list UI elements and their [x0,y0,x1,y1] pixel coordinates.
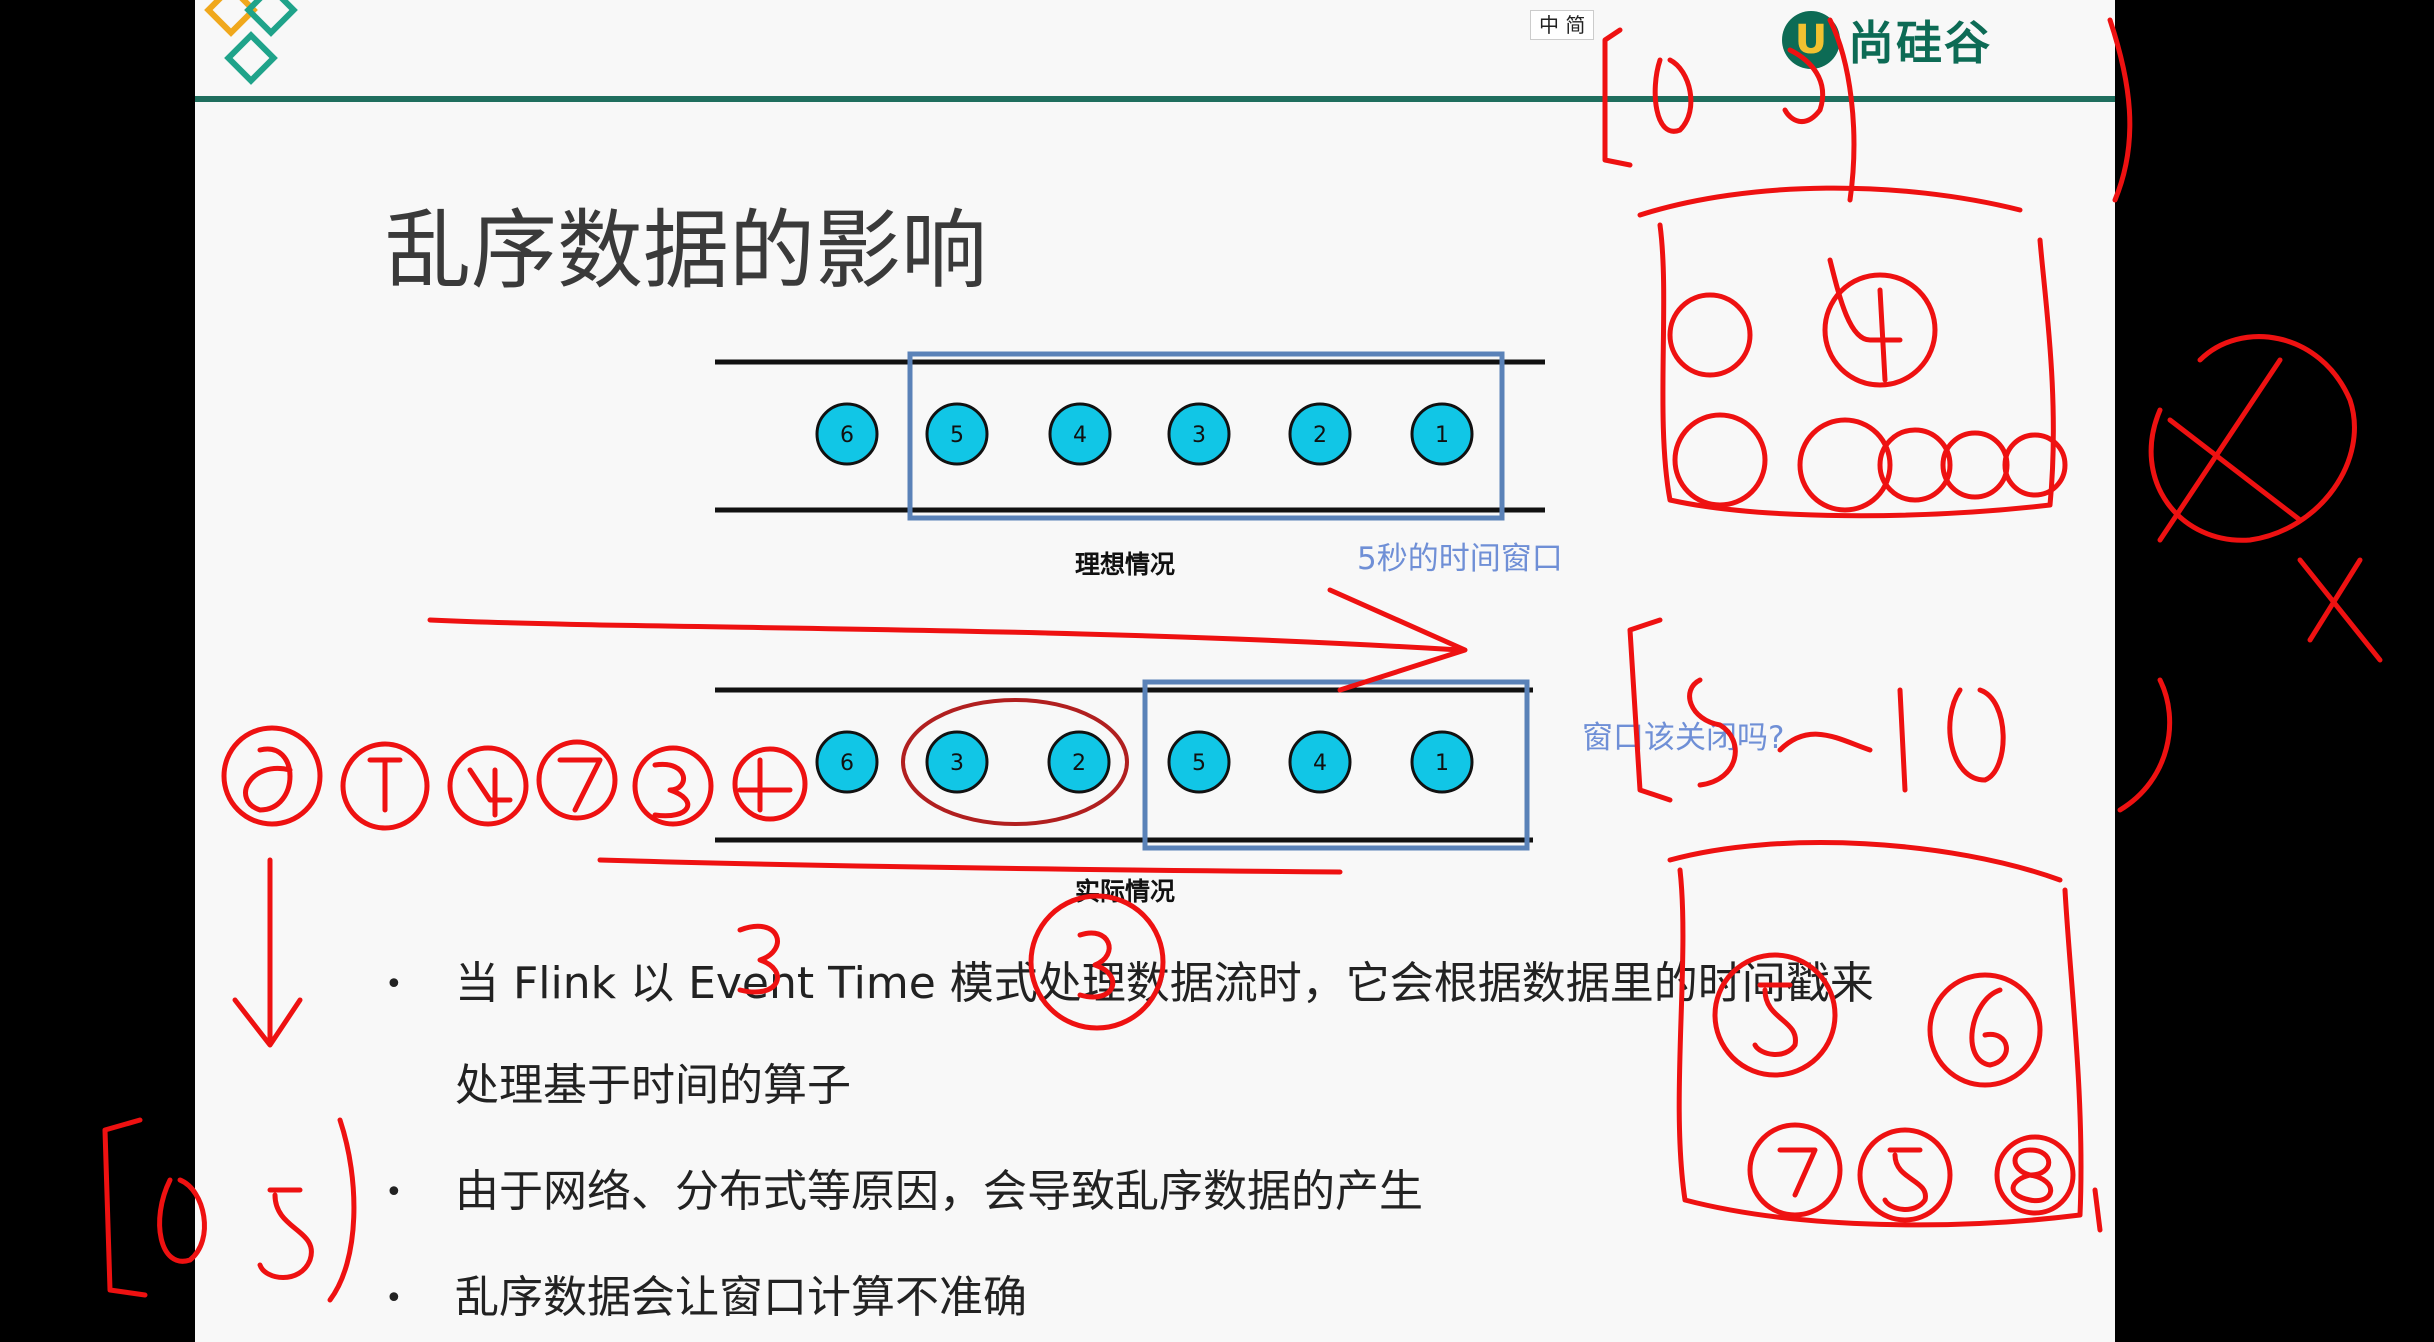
actual-diagram: 6 3 2 5 4 1 [715,679,1533,851]
ideal-caption: 理想情况 [1075,550,1176,579]
ime-toolbar[interactable]: 中 简 [1530,10,1595,40]
actual-window-box [1142,679,1530,851]
logo-diamonds-icon [204,0,298,85]
slide: 6 5 4 3 2 1 6 3 2 5 4 1 中 简 U 尚硅谷 乱序数据的影响 理想情况 5秒的… [195,0,2115,1342]
actual-event-label-2: 2 [1072,751,1086,776]
actual-event-circle-5 [1167,730,1231,794]
actual-event-circle-2 [1047,730,1111,794]
header-divider [195,96,2115,102]
ideal-event-circle-6 [815,402,879,466]
ideal-event-circle-5 [925,402,989,466]
actual-event-circle-4 [1288,730,1352,794]
actual-event-label-6: 6 [840,751,854,776]
slide-graphics: 6 5 4 3 2 1 6 3 2 5 4 1 [204,0,1545,851]
brand-logo: U 尚硅谷 [1782,8,1992,72]
ideal-event-label-4: 4 [1073,423,1087,448]
ideal-event-circle-2 [1288,402,1352,466]
ideal-event-circle-4 [1048,402,1112,466]
brand-name: 尚硅谷 [1848,16,1992,70]
window-label: 5秒的时间窗口 [1357,541,1563,577]
window-question: 窗口该关闭吗? [1582,720,1785,756]
ideal-event-circle-1 [1410,402,1474,466]
actual-event-label-4: 4 [1313,751,1327,776]
annotation-strokes [102,17,2383,1303]
actual-event-label-1: 1 [1435,751,1449,776]
actual-event-circle-3 [925,730,989,794]
ideal-event-label-6: 6 [840,423,854,448]
ideal-event-label-5: 5 [950,423,964,448]
slide-title: 乱序数据的影响 [385,201,987,301]
ideal-event-label-3: 3 [1192,423,1206,448]
actual-event-circle-1 [1410,730,1474,794]
actual-event-label-3: 3 [950,751,964,776]
ideal-window-box [907,351,1505,521]
actual-event-circle-6 [815,730,879,794]
ideal-event-label-2: 2 [1313,423,1327,448]
ideal-diagram: 6 5 4 3 2 1 [715,351,1545,521]
ideal-event-circle-3 [1167,402,1231,466]
out-of-order-oval [901,698,1129,826]
ideal-event-label-1: 1 [1435,423,1449,448]
actual-event-label-5: 5 [1192,751,1206,776]
